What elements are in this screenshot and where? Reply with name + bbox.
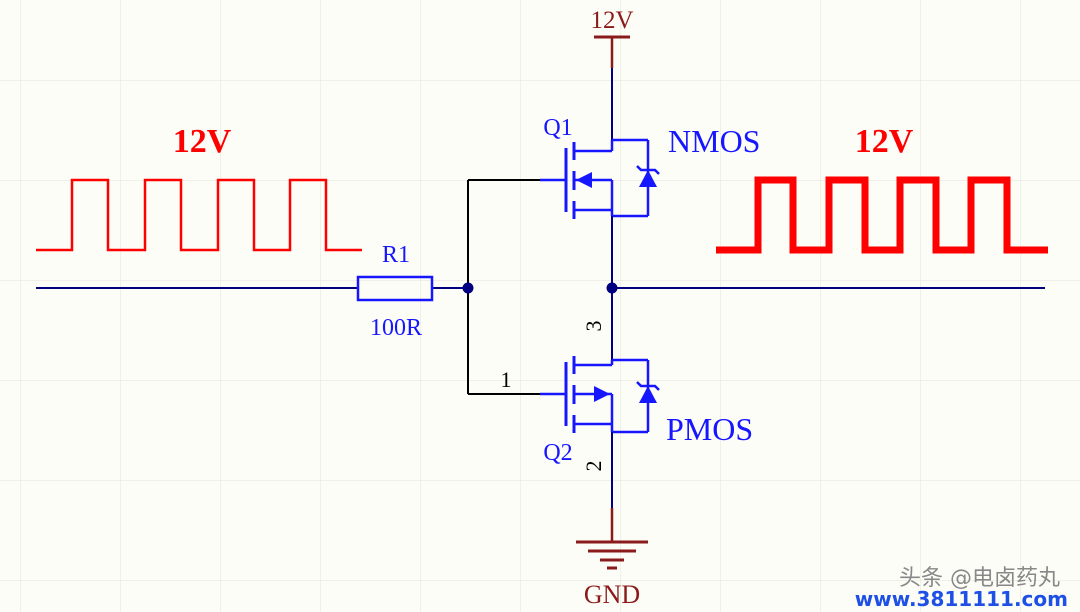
gnd-label: GND	[584, 580, 640, 609]
input-amplitude-label: 12V	[173, 123, 232, 160]
r1-value: 100R	[370, 315, 422, 341]
q1-type-label: NMOS	[668, 123, 760, 159]
pin-1-label: 1	[501, 367, 512, 392]
pin-2-label: 2	[581, 461, 606, 472]
watermark-url: www.3811111.com	[855, 587, 1068, 611]
pin-3-label: 3	[581, 321, 606, 332]
r1-resistor	[356, 275, 434, 302]
output-amplitude-label: 12V	[855, 123, 914, 160]
q1-nmos-transistor	[540, 138, 660, 219]
gate-junction	[462, 282, 474, 294]
output-square-wave	[716, 176, 1048, 254]
r1-designator: R1	[382, 242, 410, 268]
q2-designator: Q2	[543, 440, 572, 466]
q2-type-label: PMOS	[666, 411, 753, 447]
output-junction	[606, 282, 618, 294]
vcc-label: 12V	[590, 7, 633, 34]
q2-pmos-transistor	[540, 356, 660, 434]
input-square-wave	[36, 178, 362, 252]
q1-designator: Q1	[543, 115, 572, 141]
watermark-source: 头条 @电卤药丸	[899, 566, 1060, 591]
